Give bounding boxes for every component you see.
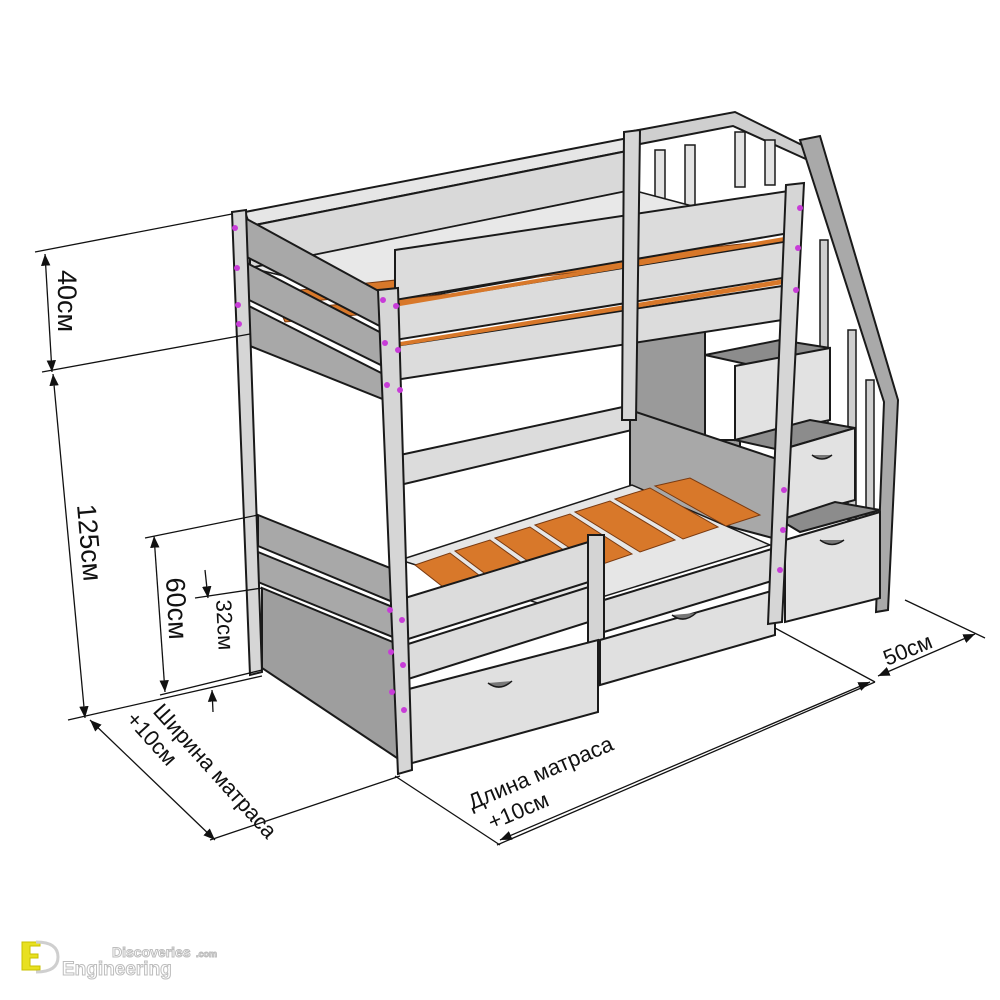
dim-40cm: 40см [52, 270, 82, 332]
watermark: Discoveries .com Engineering [21, 940, 218, 981]
dim-60cm: 60см [160, 577, 193, 641]
dim-32cm: 32см [211, 599, 239, 651]
ed-logo-icon [21, 940, 60, 974]
watermark-discoveries: Discoveries [112, 944, 191, 960]
dim-50cm: 50см [880, 628, 936, 670]
watermark-engineering: Engineering [62, 959, 172, 980]
mattress-width-label: Ширина матраса [148, 699, 282, 844]
lower-bed [257, 403, 781, 767]
dimension-lines [34, 213, 986, 846]
watermark-com: .com [196, 949, 217, 959]
dim-125cm: 125см [71, 503, 108, 582]
upper-bed [243, 136, 796, 406]
screw-markers [232, 205, 803, 713]
